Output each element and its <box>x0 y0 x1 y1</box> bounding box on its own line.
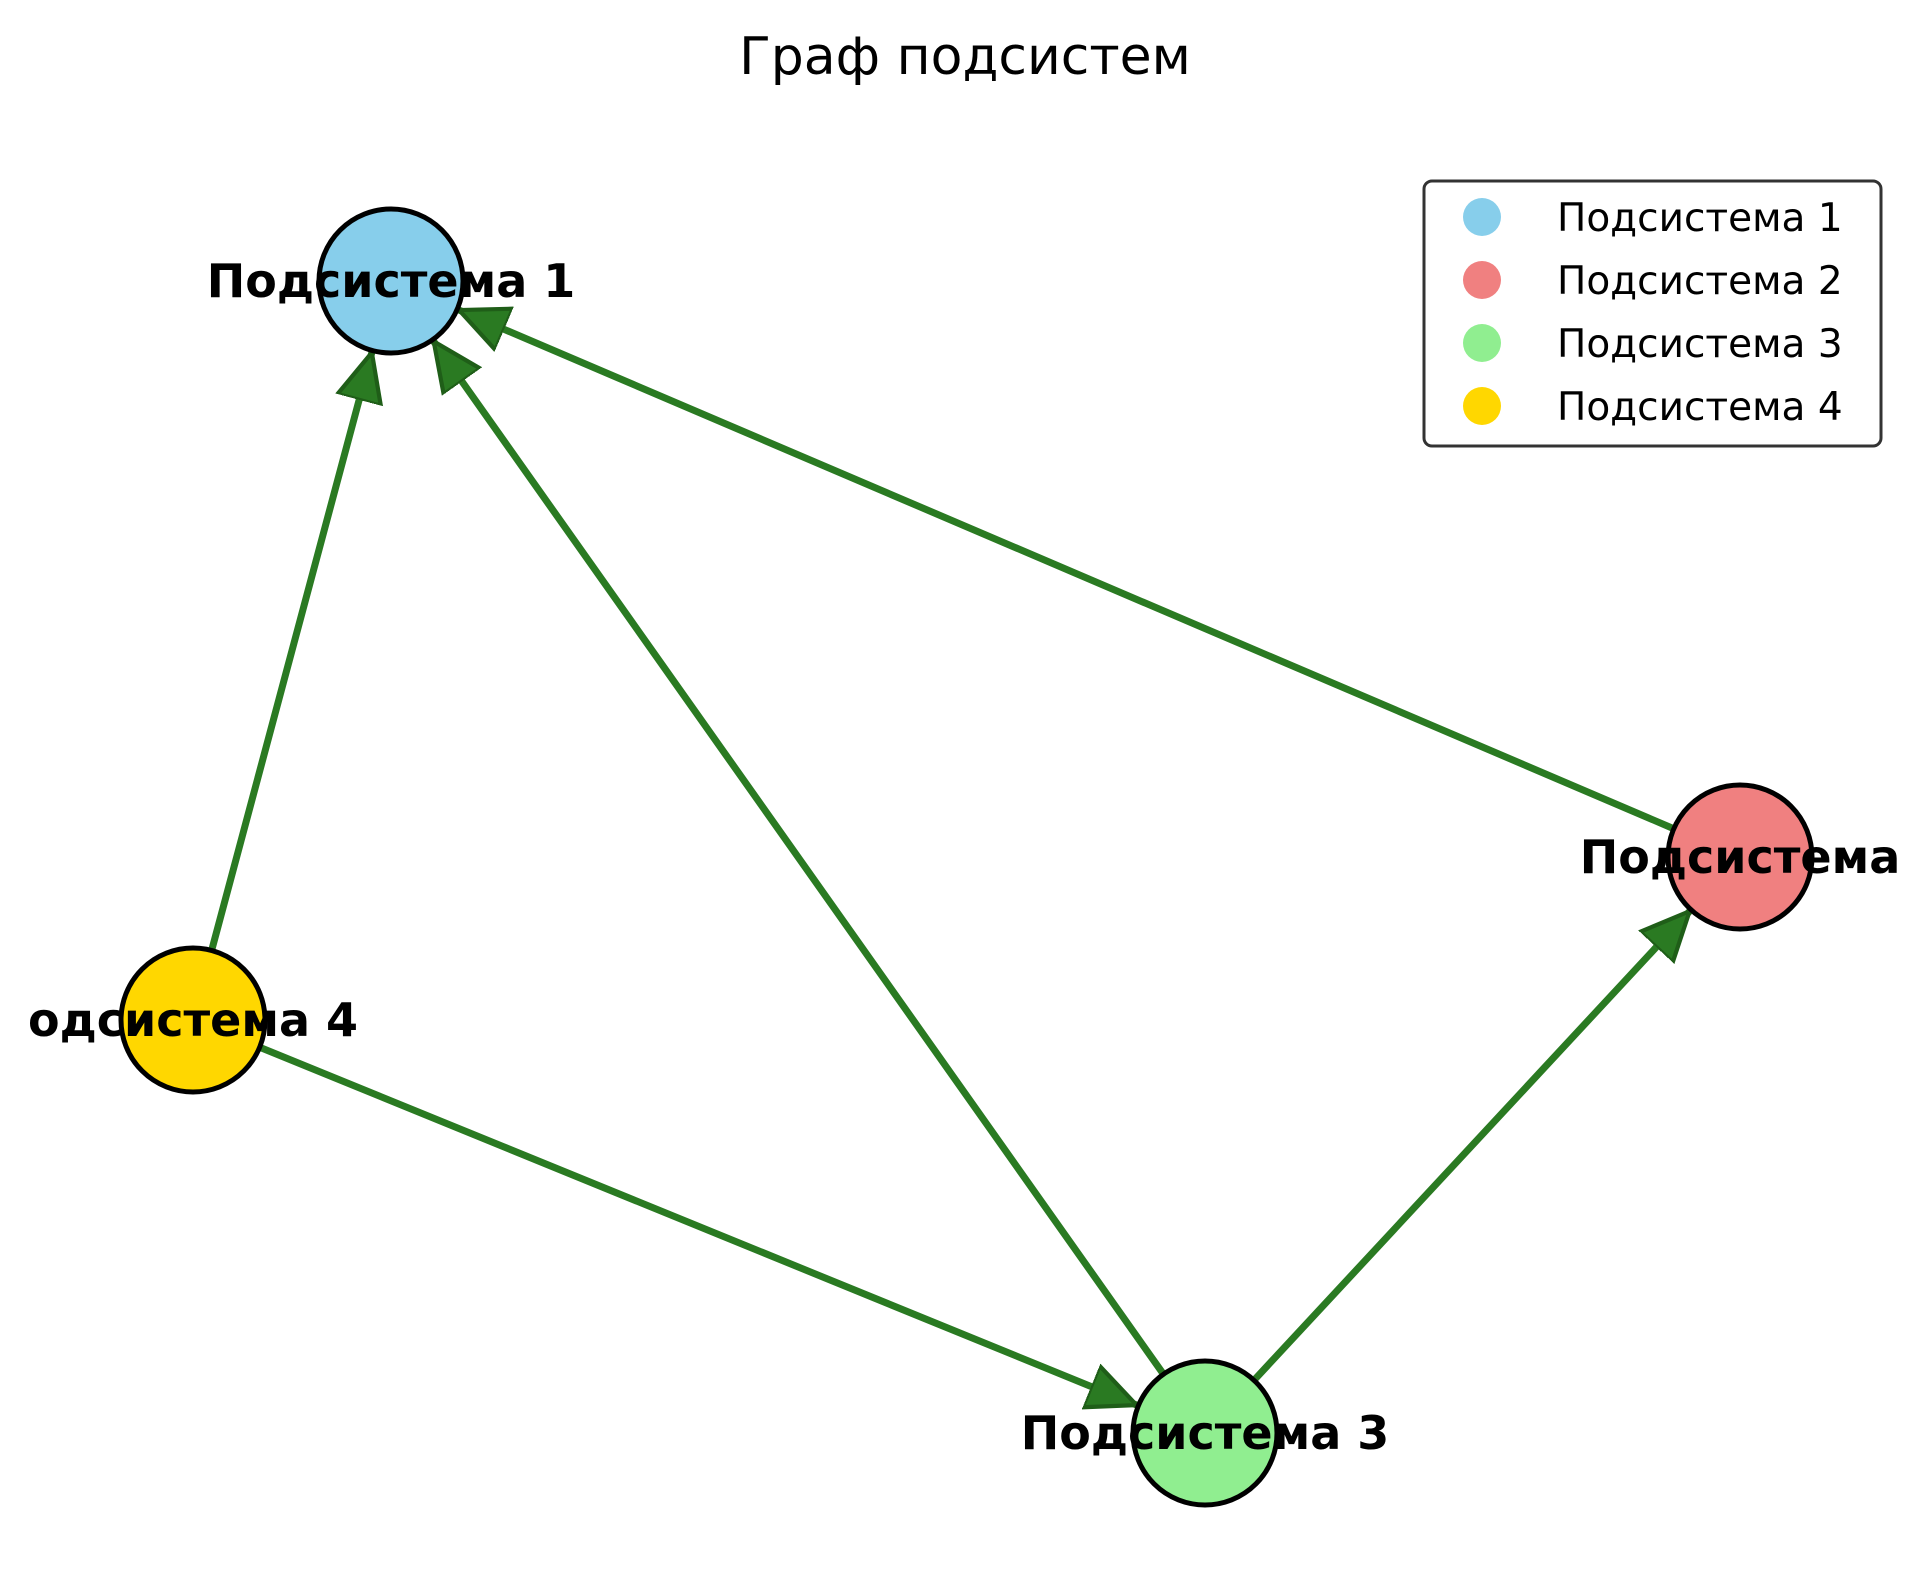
edges-group <box>208 310 1694 1405</box>
legend-label-2: Подсистема 2 <box>1557 259 1843 304</box>
edge-n3-to-n2 <box>1250 911 1694 1384</box>
node-n2 <box>1665 782 1815 932</box>
legend: Подсистема 1 Подсистема 2 Подсистема 3 Подс… <box>1422 179 1883 448</box>
node-label-n2: Подсистема <box>1580 830 1901 884</box>
node-label-n4: одсистема 4 <box>28 993 358 1047</box>
legend-label-1: Подсистема 1 <box>1557 196 1843 241</box>
node-n4 <box>118 945 268 1095</box>
legend-label-3: Подсистема 3 <box>1557 322 1843 367</box>
legend-frame <box>1422 179 1883 448</box>
legend-marker-4 <box>1463 387 1501 425</box>
legend-marker-2 <box>1463 261 1501 299</box>
node-n3 <box>1130 1358 1280 1508</box>
node-label-n3: Подсистема 3 <box>1021 1406 1390 1460</box>
legend-marker-1 <box>1463 198 1501 236</box>
edge-n3-to-n1 <box>430 341 1167 1378</box>
edge-n4-to-n3 <box>256 1043 1137 1405</box>
legend-marker-3 <box>1463 324 1501 362</box>
legend-items: Подсистема 1 Подсистема 2 Подсистема 3 Подс… <box>1463 196 1843 430</box>
edge-n2-to-n1 <box>459 310 1678 833</box>
nodes-group <box>118 206 1815 1508</box>
node-label-n1: Подсистема 1 <box>207 254 576 308</box>
node-n1 <box>316 206 466 356</box>
legend-label-4: Подсистема 4 <box>1557 385 1843 430</box>
diagram-title: Граф подсистем <box>739 27 1191 87</box>
edge-n4-to-n1 <box>208 352 372 954</box>
